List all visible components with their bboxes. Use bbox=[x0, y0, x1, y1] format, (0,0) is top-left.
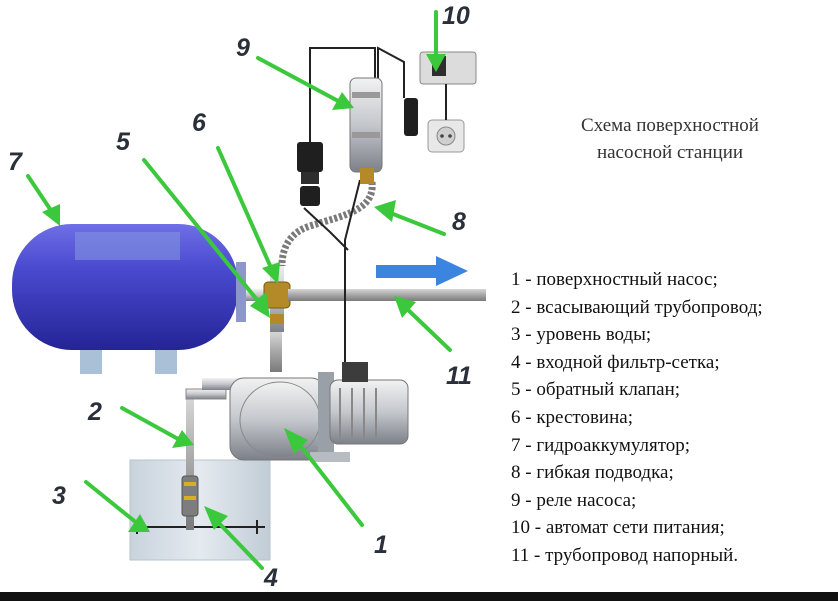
legend-item-6: 6 - крестовина; bbox=[511, 406, 633, 428]
callout-arrowhead-8 bbox=[374, 200, 396, 222]
callout-number-2: 2 bbox=[87, 398, 102, 426]
callout-arrowhead-3 bbox=[128, 514, 150, 532]
legend-item-8: 8 - гибкая подводка; bbox=[511, 462, 674, 484]
well bbox=[129, 459, 271, 561]
callout-number-4: 4 bbox=[263, 564, 278, 592]
callout-arrowhead-5 bbox=[250, 292, 270, 318]
legend-item-9: 9 - реле насоса; bbox=[511, 489, 637, 511]
pressure-pipe bbox=[288, 289, 486, 301]
flexible-hose bbox=[278, 181, 376, 267]
legend: 1 - поверхностный насос; 2 - всасывающий… bbox=[511, 266, 838, 570]
callout-number-10: 10 bbox=[442, 2, 470, 30]
pump-relay bbox=[303, 46, 405, 362]
callout-arrowhead-6 bbox=[262, 262, 280, 284]
flow-direction-arrow-icon bbox=[376, 256, 468, 286]
callout-number-8: 8 bbox=[452, 208, 466, 236]
callout-numbers: 1 2 3 4 5 6 7 8 9 10 11 bbox=[8, 2, 472, 592]
legend-item-11: 11 - трубопровод напорный. bbox=[511, 544, 739, 566]
suction-pipe bbox=[181, 388, 227, 530]
callout-number-3: 3 bbox=[52, 482, 66, 510]
pressure-tank bbox=[12, 224, 246, 374]
callout-arrow-11 bbox=[402, 304, 452, 352]
power-socket-icon bbox=[427, 119, 465, 153]
diagram-title-line-2: насосной станции bbox=[596, 142, 744, 163]
diagram-title-line-1: Схема поверхностной bbox=[581, 115, 759, 136]
legend-item-2: 2 - всасывающий трубопровод; bbox=[511, 296, 763, 318]
legend-item-10: 10 - автомат сети питания; bbox=[511, 517, 725, 539]
callout-arrowhead-1 bbox=[284, 428, 308, 454]
callout-arrow-7 bbox=[26, 174, 54, 214]
callout-arrowhead-7 bbox=[42, 204, 60, 226]
callout-arrowhead-9 bbox=[332, 92, 354, 110]
callout-arrow-9 bbox=[256, 56, 342, 104]
bottom-bar bbox=[0, 592, 838, 601]
callout-number-11: 11 bbox=[446, 362, 472, 390]
callout-number-9: 9 bbox=[236, 34, 250, 62]
legend-item-5: 5 - обратный клапан; bbox=[511, 379, 681, 401]
callout-arrow-2 bbox=[120, 406, 182, 442]
callout-number-5: 5 bbox=[116, 128, 131, 156]
legend-item-3: 3 - уровень воды; bbox=[511, 324, 652, 346]
callout-number-7: 7 bbox=[8, 148, 23, 176]
plug-icon bbox=[297, 98, 418, 206]
callout-arrow-4 bbox=[214, 518, 264, 570]
callout-arrow-6 bbox=[216, 146, 274, 272]
callout-arrow-8 bbox=[386, 210, 446, 236]
circuit-breaker-icon bbox=[419, 51, 477, 120]
callout-arrowhead-11 bbox=[394, 296, 416, 318]
surface-pump bbox=[202, 362, 409, 462]
cross-fitting bbox=[246, 262, 291, 372]
legend-item-4: 4 - входной фильтр-сетка; bbox=[511, 351, 720, 373]
diagram-title: Схема поверхностной насосной станции bbox=[520, 112, 820, 166]
callout-number-6: 6 bbox=[192, 109, 207, 137]
callout-arrow-1 bbox=[294, 438, 364, 527]
legend-item-1: 1 - поверхностный насос; bbox=[511, 269, 718, 290]
callout-arrows bbox=[26, 10, 452, 570]
callout-arrowhead-2 bbox=[172, 430, 194, 448]
callout-arrowhead-4 bbox=[204, 506, 228, 530]
callout-arrow-3 bbox=[84, 480, 140, 526]
callout-arrow-5 bbox=[142, 158, 264, 308]
callout-number-1: 1 bbox=[374, 531, 388, 559]
callout-arrowhead-10 bbox=[426, 54, 446, 72]
legend-item-7: 7 - гидроаккумулятор; bbox=[511, 434, 691, 456]
